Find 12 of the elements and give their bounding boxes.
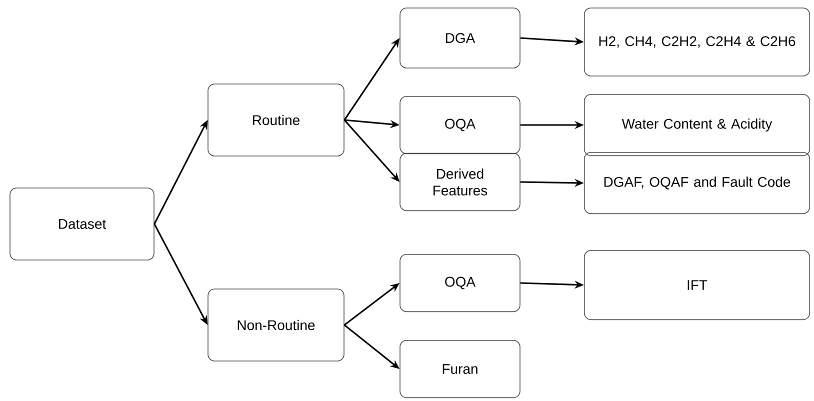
process-box: IFT bbox=[584, 250, 810, 320]
process-box: OQA bbox=[400, 254, 520, 312]
process-box: Furan bbox=[400, 340, 520, 398]
process-box: DGAF, OQAF and Fault Code bbox=[584, 152, 810, 214]
process-box: Non-Routine bbox=[208, 288, 344, 362]
process-box: Derived Features bbox=[400, 152, 520, 212]
process-box: DGA bbox=[400, 8, 520, 68]
process-box: Dataset bbox=[10, 188, 154, 260]
process-box: H2, CH4, C2H2, C2H4 & C2H6 bbox=[584, 8, 810, 76]
process-box: Water Content & Acidity bbox=[584, 94, 810, 156]
process-box: OQA bbox=[400, 96, 520, 154]
process-box: Routine bbox=[208, 84, 344, 156]
